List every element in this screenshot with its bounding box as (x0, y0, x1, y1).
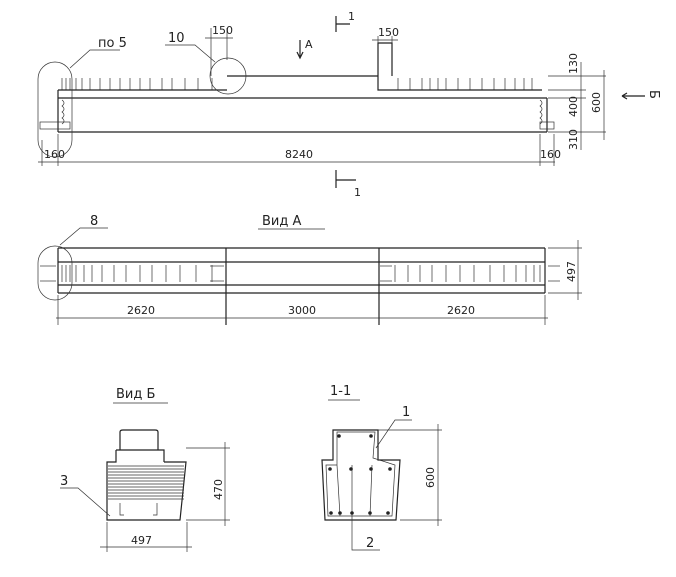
dim-2620-right: 2620 (447, 304, 475, 317)
section-outline (321, 429, 401, 521)
dim-130: 130 (567, 53, 580, 74)
dim-400: 400 (567, 96, 580, 117)
section-1-1: 1-1 600 1 2 (321, 384, 442, 551)
dim-470: 470 (212, 479, 225, 500)
view-a-title: Вид А (262, 214, 301, 229)
callout-1: 1 (402, 405, 410, 420)
section-mark-top (335, 16, 350, 32)
section-mark-bottom-label: 1 (354, 186, 361, 199)
view-a-outline (57, 247, 546, 325)
section-mark-bottom (335, 170, 356, 188)
right-embedded-plate (539, 121, 555, 130)
dim-3000: 3000 (288, 304, 316, 317)
beam-elevation: по 5 10 150 150 A 1 1 130 400 600 310 Б … (37, 10, 661, 199)
end-spirals (61, 99, 543, 125)
callout-10: 10 (168, 31, 185, 46)
view-b-outline (106, 429, 187, 521)
dim-150-left: 150 (212, 24, 233, 37)
left-embedded-plate (39, 121, 71, 130)
dim-150-lines (205, 28, 398, 76)
rebar-dots (328, 434, 392, 515)
rebar-dot (349, 467, 353, 471)
dim-600: 600 (590, 92, 603, 113)
dim-2620-left: 2620 (127, 304, 155, 317)
callout-8: 8 (90, 214, 98, 229)
view-a: Вид А 8 2620 3000 2620 497 (37, 214, 582, 325)
detail-circle-8 (37, 245, 73, 301)
section-mark-top-label: 1 (348, 10, 355, 23)
dim-150-right: 150 (378, 26, 399, 39)
rebar-dot (350, 511, 354, 515)
beam-outline (57, 42, 548, 133)
rebar-dot (368, 511, 372, 515)
rebar-dot (328, 467, 332, 471)
hatching (108, 465, 184, 500)
dim-160-left: 160 (44, 148, 65, 161)
section-dim-lines (375, 419, 442, 526)
view-a-arrow-label: A (305, 38, 313, 51)
rebar-dot (369, 434, 373, 438)
callout-3: 3 (60, 474, 68, 489)
view-b-arrow-label: Б (646, 90, 661, 99)
callout-leaders (69, 44, 216, 69)
stirrups (61, 78, 533, 90)
dim-497: 497 (565, 261, 578, 282)
stirrups (40, 265, 560, 282)
callout-po5: по 5 (98, 36, 127, 51)
dim-497-b: 497 (131, 534, 152, 547)
dim-8240: 8240 (285, 148, 313, 161)
section-rebars (325, 431, 396, 551)
detail-circle-po5 (37, 61, 73, 158)
rebar-dot (369, 467, 373, 471)
view-b-dim-lines (60, 442, 230, 552)
view-b-arrow-icon (621, 92, 645, 100)
rebar-dot (329, 511, 333, 515)
rebar-dot (388, 467, 392, 471)
view-b: Вид Б 470 497 3 (60, 387, 230, 552)
callout-2: 2 (366, 536, 374, 551)
rebar-dot (386, 511, 390, 515)
dim-160-right: 160 (540, 148, 561, 161)
right-dim-lines (548, 62, 606, 150)
section-title: 1-1 (330, 384, 351, 399)
rebar-dot (338, 511, 342, 515)
view-a-arrow-icon (296, 40, 304, 60)
length-dim-lines (38, 134, 555, 166)
callout-8-leader (59, 227, 108, 246)
dim-310: 310 (567, 129, 580, 150)
dim-600-section: 600 (424, 467, 437, 488)
rebar-dot (337, 434, 341, 438)
view-b-rebars (119, 503, 158, 516)
view-b-title: Вид Б (116, 387, 155, 402)
view-a-dim-lines (56, 240, 582, 325)
detail-circle-10 (209, 57, 247, 95)
